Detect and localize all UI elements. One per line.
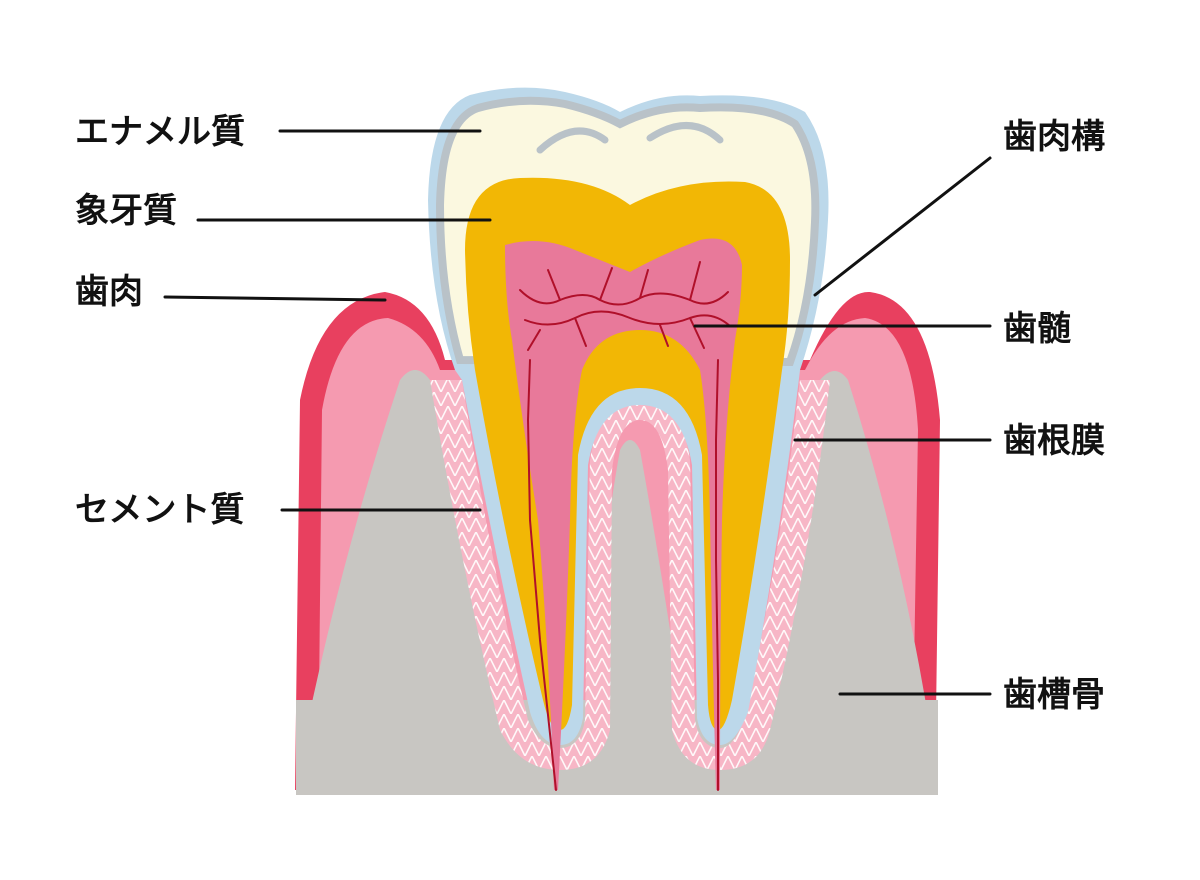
pulp-vessels	[519, 261, 731, 791]
leader-gingival-sulcus	[813, 156, 992, 297]
enamel-fissure	[536, 122, 724, 154]
label-gingival-sulcus: 歯肉構	[1003, 117, 1105, 157]
label-pulp: 歯髄	[1003, 309, 1071, 349]
leader-gingiva	[163, 295, 387, 302]
label-gingiva: 歯肉	[75, 272, 143, 312]
label-cementum: セメント質	[75, 490, 244, 530]
label-enamel: エナメル質	[75, 112, 245, 152]
label-dentin: 象牙質	[75, 191, 177, 231]
bone-base	[296, 700, 938, 795]
label-periodontal-ligament: 歯根膜	[1003, 421, 1105, 461]
pulp-shape	[505, 238, 742, 790]
label-alveolar-bone: 歯槽骨	[1003, 675, 1105, 715]
